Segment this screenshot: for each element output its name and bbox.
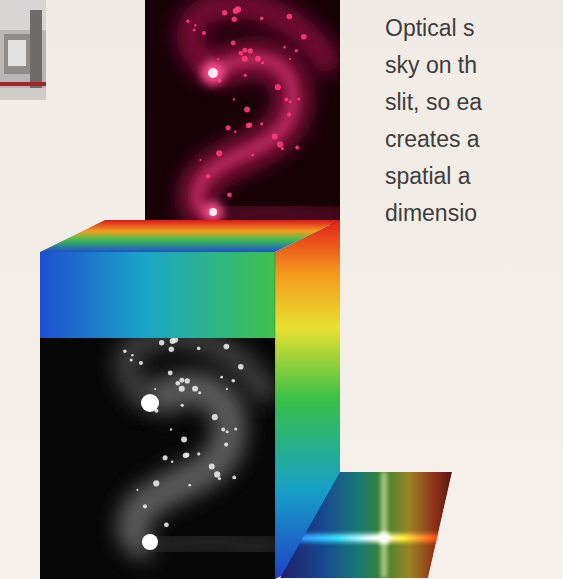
instrument-photo bbox=[0, 0, 46, 100]
slide-text: creates a bbox=[385, 125, 480, 153]
slide-text: slit, so ea bbox=[385, 88, 482, 116]
infrared-galaxy-image bbox=[145, 0, 340, 225]
slide-text: sky on th bbox=[385, 51, 477, 79]
slide-text: dimensio bbox=[385, 199, 477, 227]
slide-text: spatial a bbox=[385, 162, 471, 190]
spectrum-image bbox=[270, 472, 460, 578]
data-cube bbox=[40, 220, 340, 579]
slide-text: Optical s bbox=[385, 14, 474, 42]
